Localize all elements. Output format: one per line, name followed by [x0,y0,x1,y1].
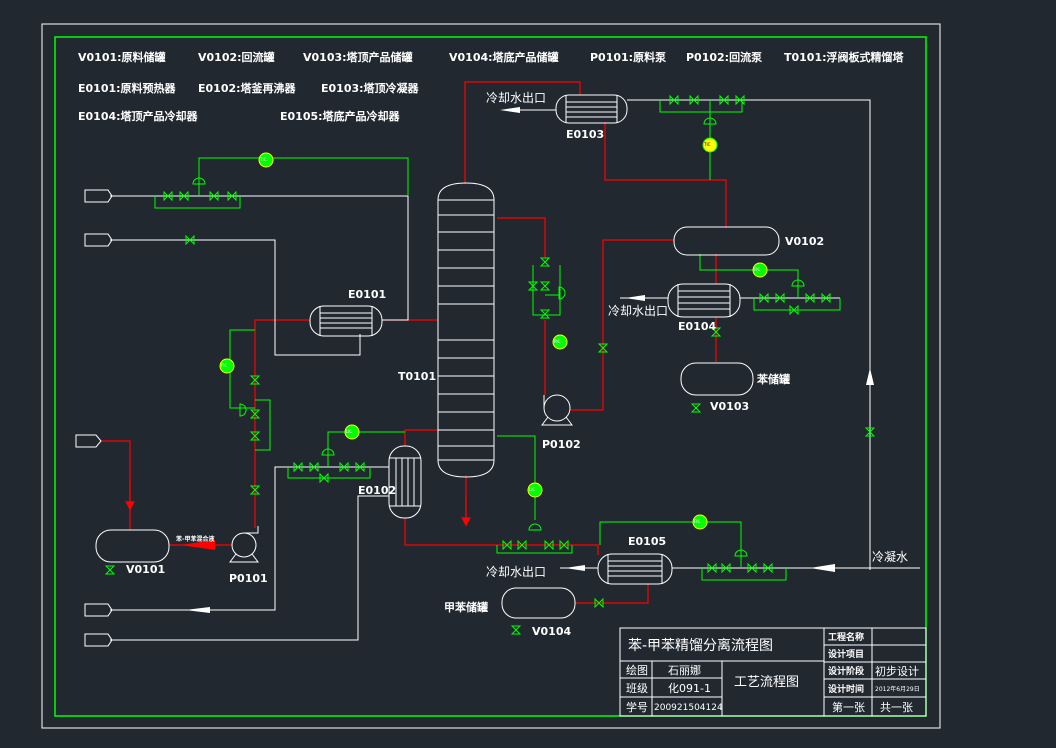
column-t0101 [437,182,495,478]
svg-text:LIC: LIC [529,487,535,492]
legend-item: E0103:塔顶冷凝器 [321,81,420,95]
label-cooling-water-outlet: 冷却水出口 [486,565,546,579]
vessel-v0103 [680,362,754,396]
heat-exchanger-e0101 [309,305,383,337]
svg-text:TIC: TIC [259,157,267,162]
label-toluene-tank: 甲苯储罐 [444,600,488,614]
drawing-frame [54,36,927,717]
drawing-title: 苯-甲苯精馏分离流程图 [628,637,773,654]
vessel-v0102 [673,226,780,256]
flow-arrow [866,368,874,385]
cooler-e0105 [597,553,673,585]
legend-item: E0101:原料预热器 [78,81,177,95]
equipment-labels: T0101 E0101 E0102 E0103 E0104 E0105 V010… [126,128,824,638]
flow-arrow [185,607,210,613]
label-e0105: E0105 [628,535,666,548]
instrument-bubbles: TIC FIC LIC PIC TIC FIC LIC FIC [219,137,768,530]
instrument-bubble: LIC [344,424,360,440]
legend-item: P0102:回流泵 [686,50,762,64]
outer-frame [41,23,941,729]
design-stage-label: 设计阶段 [828,665,865,677]
legend-item: P0101:原料泵 [590,50,666,64]
label-e0101: E0101 [348,288,386,301]
label-feed-mixture: 苯-甲苯混合液 [175,535,215,543]
design-stage-value: 初步设计 [875,664,919,678]
instrument-bubble: FIC [752,262,768,278]
flow-arrow [810,564,835,572]
label-v0101: V0101 [126,563,165,576]
flow-arrow [180,540,215,550]
class-value: 化091-1 [668,681,711,695]
label-cooling-water-outlet: 冷却水出口 [608,304,668,318]
svg-text:FIC: FIC [694,519,700,524]
legend-item: E0105:塔底产品冷却器 [280,109,401,123]
label-e0102: E0102 [358,484,396,497]
label-v0102: V0102 [785,235,824,248]
design-time-value: 2012年6月29日 [875,685,920,693]
process-lines [101,81,727,604]
legend-item: V0103:塔顶产品储罐 [303,50,413,64]
svg-text:TIC: TIC [703,142,711,147]
stream-labels: 冷却水出口 冷却水出口 冷却水出口 冷凝水 苯储罐 甲苯储罐 苯-甲苯混合液 [175,91,908,614]
project-name-label: 工程名称 [828,631,864,643]
instrument-bubble: FIC [219,358,235,374]
condenser-e0103 [555,94,628,124]
flow-arrow [500,107,520,113]
sheet-total: 共一张 [880,701,913,714]
svg-text:PIC: PIC [554,339,561,344]
vessel-v0104 [501,587,576,619]
drawing-type: 工艺流程图 [734,675,799,690]
label-benzene-tank: 苯储罐 [756,372,790,386]
legend-item: E0104:塔顶产品冷却器 [78,109,199,123]
sheet-no: 第一张 [832,700,865,714]
label-t0101: T0101 [398,370,436,383]
cooler-e0104 [667,283,741,318]
instrument-bubble: TIC [258,152,274,168]
label-e0103: E0103 [566,128,604,141]
svg-text:LIC: LIC [346,429,352,434]
equipment [95,94,780,619]
label-condensate: 冷凝水 [872,549,908,564]
instrument-bubble: FIC [692,514,708,530]
legend: V0101:原料储罐 V0102:回流罐 V0103:塔顶产品储罐 V0104:… [78,50,905,123]
instrument-bubble: LIC [527,482,543,498]
pump-p0102 [541,394,573,426]
legend-item: V0101:原料储罐 [78,50,166,64]
pump-p0101 [229,526,259,563]
control-lines [154,100,841,581]
label-e0104: E0104 [678,320,716,333]
valves [104,94,876,635]
svg-text:FIC: FIC [221,363,227,368]
label-p0102: P0102 [542,438,581,451]
control-valve-actuators [192,117,805,557]
label-v0103: V0103 [710,400,749,413]
drawn-by: 石丽娜 [668,663,701,677]
legend-item: E0102:塔釜再沸器 [198,81,297,95]
student-no-label: 学号 [626,700,648,714]
design-item-label: 设计项目 [828,648,864,660]
off-page-connectors [75,189,113,647]
legend-item: V0102:回流罐 [198,50,275,64]
instrument-bubble: TIC [702,137,718,153]
drawn-by-label: 绘图 [626,663,648,677]
label-cooling-water-outlet: 冷却水出口 [486,91,546,105]
student-no: 200921504124 [654,703,723,713]
design-time-label: 设计时间 [828,683,864,695]
legend-item: T0101:浮阀板式精馏塔 [784,50,905,64]
class-label: 班级 [626,682,648,695]
instrument-bubble: PIC [552,334,568,350]
flow-arrow [565,565,585,571]
vessel-v0101 [95,529,170,563]
label-v0104: V0104 [532,625,571,638]
reboiler-e0102 [388,445,422,519]
legend-item: V0104:塔底产品储罐 [449,50,559,64]
flow-arrow [625,295,645,301]
svg-text:FIC: FIC [754,267,760,272]
label-p0101: P0101 [229,572,268,585]
title-block: 苯-甲苯精馏分离流程图 绘图 石丽娜 班级 化091-1 学号 20092150… [619,627,927,717]
